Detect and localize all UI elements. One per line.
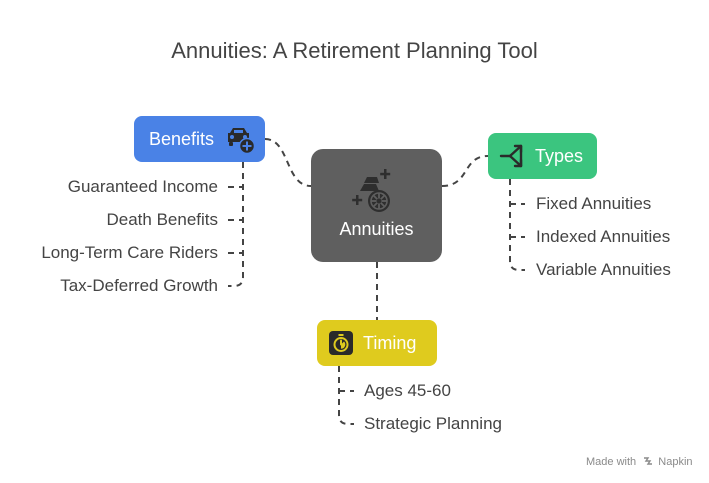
connector-benefits-spine [228, 162, 244, 287]
leaf-strategic-planning: Strategic Planning [364, 414, 502, 433]
diagram-title: Annuities: A Retirement Planning Tool [171, 38, 538, 63]
leaf-fixed-annuities: Fixed Annuities [536, 194, 652, 213]
connector-benefits-center [264, 138, 312, 187]
leaf-variable-annuities: Variable Annuities [536, 260, 671, 279]
made-with-napkin-watermark: Made with Napkin [586, 456, 693, 468]
split-arrows-icon [499, 144, 523, 168]
connector-center-types [441, 155, 489, 187]
center-label: Annuities [339, 219, 414, 239]
branch-benefits: Benefits [134, 116, 265, 162]
leaf-ages-45-60: Ages 45-60 [364, 381, 451, 400]
branch-timing: Timing [317, 320, 437, 366]
napkin-brand-text: Napkin [658, 456, 693, 468]
leaf-guaranteed-income: Guaranteed Income [67, 177, 218, 196]
leaf-indexed-annuities: Indexed Annuities [536, 227, 671, 246]
car-plus-icon [228, 128, 256, 155]
leaf-tax-deferred-growth: Tax-Deferred Growth [60, 276, 218, 295]
napkin-logo-icon [644, 457, 653, 465]
connector-types-spine [509, 179, 525, 271]
leaf-long-term-care-riders: Long-Term Care Riders [41, 243, 218, 262]
branch-types-label: Types [535, 146, 584, 166]
branch-types: Types [488, 133, 597, 179]
leaf-death-benefits: Death Benefits [106, 210, 218, 229]
center-node-annuities: Annuities [311, 149, 442, 262]
stopwatch-icon [329, 331, 353, 355]
gold-bars-wheel-icon [352, 169, 391, 212]
made-with-text: Made with [586, 456, 637, 468]
branch-benefits-label: Benefits [149, 129, 215, 149]
branch-timing-label: Timing [363, 333, 417, 353]
connector-timing-spine [338, 366, 354, 425]
